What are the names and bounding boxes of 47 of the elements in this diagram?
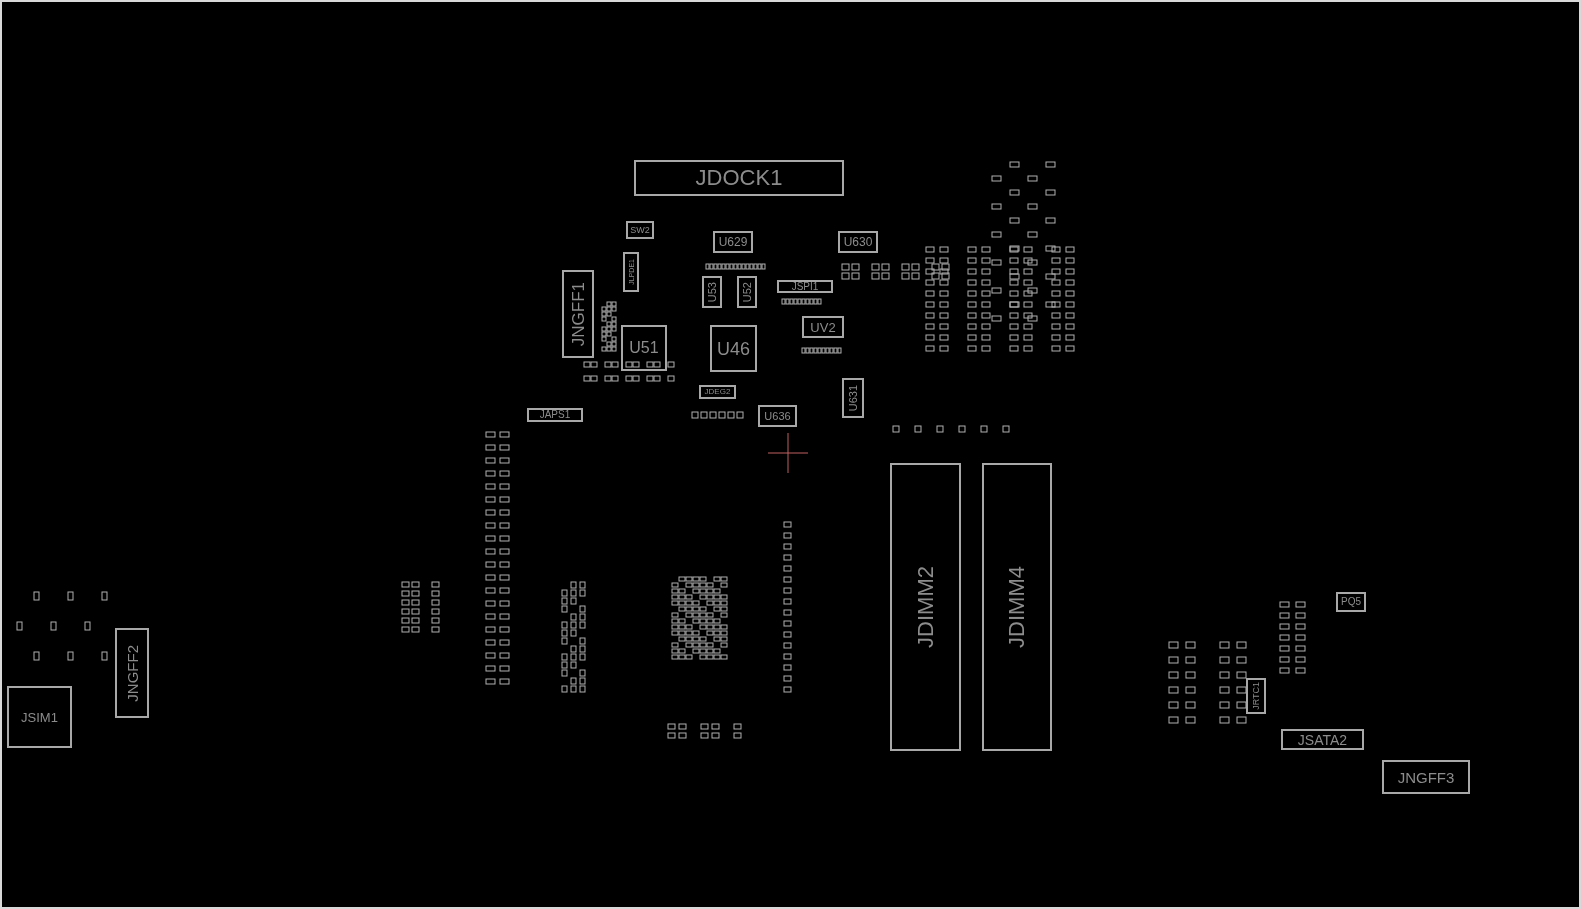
reference-designator: U631 — [847, 384, 859, 412]
reference-designator: U46 — [717, 339, 750, 358]
reference-designator: JSATA2 — [1297, 732, 1348, 747]
connector-outline — [7, 686, 72, 748]
reference-designator: JDIMM2 — [914, 566, 937, 648]
reference-designator: JNGFF1 — [569, 281, 587, 347]
reference-designator: JDEG2 — [704, 388, 731, 396]
chip-outline — [842, 378, 864, 418]
reference-designator: JDOCK1 — [695, 167, 783, 189]
memory-slot — [982, 463, 1052, 751]
reference-designator: JNGFF3 — [1397, 769, 1455, 785]
connector-outline — [1281, 729, 1364, 750]
reference-designator: U53 — [706, 281, 718, 303]
reference-designator: JRTC1 — [1251, 682, 1261, 710]
connector-outline — [1246, 678, 1266, 714]
reference-designator: U636 — [764, 410, 791, 422]
connector-outline — [634, 160, 844, 196]
reference-designator: JNGFF2 — [124, 644, 140, 702]
chip-outline — [802, 316, 844, 338]
chip-outline — [626, 221, 654, 239]
reference-designator: UV2 — [810, 320, 836, 334]
chip-outline — [758, 405, 797, 427]
connector-outline — [527, 408, 583, 422]
connector-outline — [699, 385, 736, 399]
reference-designator: JSPI1 — [791, 281, 819, 292]
connector-outline — [1382, 760, 1470, 794]
chip-outline — [737, 276, 757, 308]
connector-outline — [623, 252, 639, 292]
reference-designator: PQ5 — [1341, 597, 1361, 607]
reference-designator: JSIM1 — [21, 710, 58, 724]
reference-designator: U52 — [741, 281, 753, 303]
chip-outline — [702, 276, 722, 308]
chip-outline — [710, 325, 757, 372]
reference-designator: U629 — [718, 236, 748, 248]
reference-designator: U630 — [843, 236, 873, 248]
chip-outline — [838, 231, 878, 253]
memory-slot — [890, 463, 961, 751]
reference-designator: SW2 — [630, 225, 650, 235]
chip-outline — [713, 231, 753, 253]
connector-outline — [562, 270, 594, 358]
reference-designator: JDIMM4 — [1006, 566, 1028, 648]
connector-outline — [777, 280, 833, 293]
reference-designator: JAPS1 — [539, 410, 571, 420]
connector-outline — [115, 628, 149, 718]
reference-designator: U51 — [629, 340, 659, 356]
chip-outline — [621, 325, 667, 371]
chip-outline — [1336, 592, 1366, 612]
